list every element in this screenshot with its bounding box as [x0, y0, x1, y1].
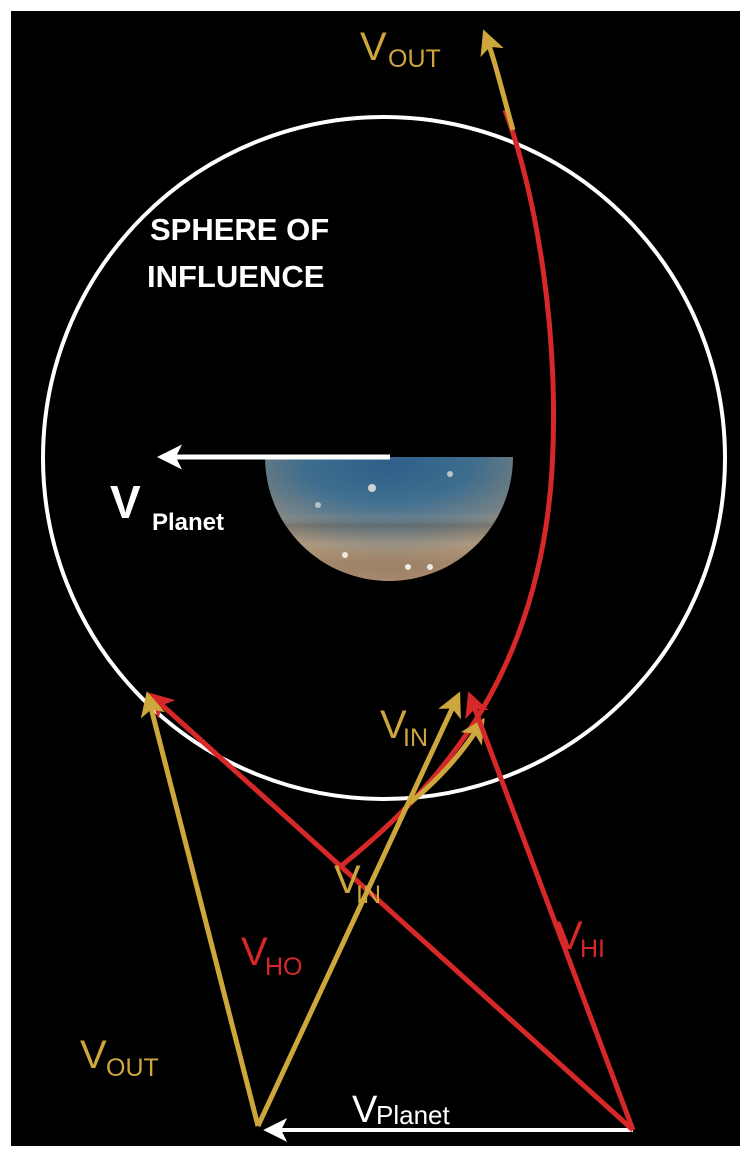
triangle-v-in-label: V IN [334, 858, 381, 909]
triangle-v-out-main: V [80, 1033, 107, 1077]
v-planet-main: V [110, 476, 141, 528]
vector-triangle [140, 691, 636, 1142]
v-in-sub: IN [403, 724, 428, 752]
triangle-v-ho-sub: HO [265, 953, 303, 981]
triangle-v-hi-main: V [556, 914, 583, 958]
v-in-arrow [408, 717, 485, 805]
triangle-v-in-main: V [334, 858, 361, 902]
planet-half-disc-icon [265, 457, 513, 581]
v-planet-sub: Planet [152, 509, 224, 536]
triangle-v-out-sub: OUT [106, 1054, 159, 1082]
triangle-v-out-label: V OUT [80, 1033, 159, 1082]
triangle-v-ho-main: V [241, 930, 268, 974]
v-in-label: V IN [380, 703, 428, 752]
sphere-title-line1: SPHERE OF [150, 212, 329, 247]
triangle-v-planet-label: V Planet [352, 1089, 450, 1131]
triangle-v-in-arrow [255, 691, 461, 1128]
triangle-v-planet-main: V [352, 1089, 378, 1131]
v-out-main: V [360, 25, 387, 69]
triangle-v-hi-label: V HI [556, 914, 605, 963]
triangle-v-ho-arrow [148, 692, 635, 1132]
v-out-arrow [480, 29, 516, 131]
triangle-v-in-sub: IN [356, 881, 381, 909]
sphere-of-influence-circle [41, 115, 727, 801]
triangle-v-hi-arrow [465, 691, 636, 1131]
v-planet-label: V Planet [110, 476, 224, 536]
triangle-v-hi-sub: HI [580, 935, 605, 963]
spacecraft-trajectory [339, 109, 556, 868]
sphere-title-line2: INFLUENCE [147, 259, 324, 294]
v-out-sub: OUT [388, 45, 441, 73]
v-in-main: V [380, 703, 407, 747]
v-out-label: V OUT [360, 25, 441, 73]
triangle-v-out-arrow [140, 691, 261, 1127]
triangle-v-planet-sub: Planet [376, 1100, 450, 1130]
triangle-v-ho-label: V HO [241, 930, 303, 981]
